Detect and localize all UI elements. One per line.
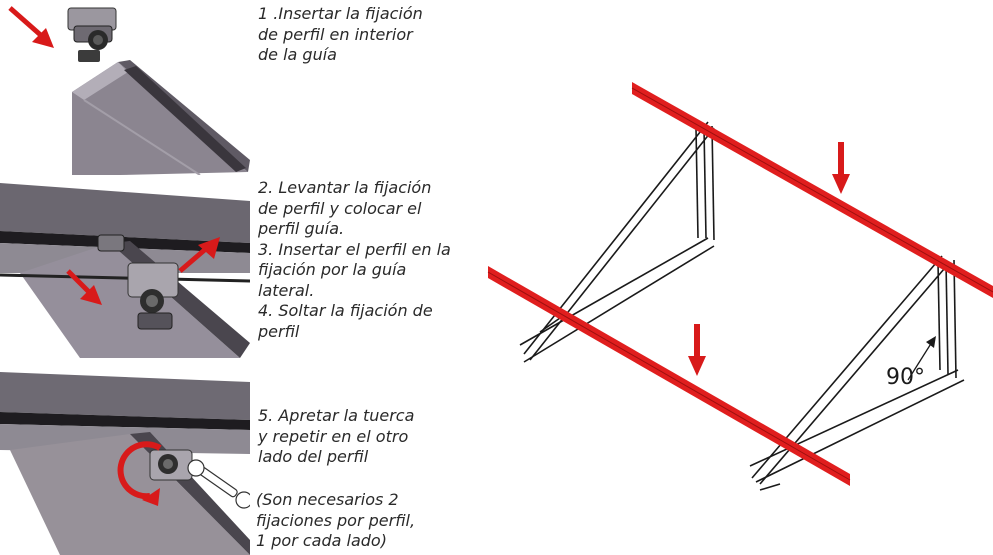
clamp-icon <box>67 7 117 62</box>
step5-text: 5. Apretar la tuerca y repetir en el otr… <box>258 406 415 466</box>
rail-arrow-icon <box>832 142 850 194</box>
step1-text: 1 .Insertar la fijación de perfil en int… <box>258 4 423 64</box>
right-frame <box>749 255 965 491</box>
insert-arrow-icon <box>8 6 54 48</box>
step1-photo <box>0 0 250 175</box>
lift-arrow-icon <box>178 237 220 273</box>
angle-label: 90° <box>886 365 925 390</box>
step2-3-4-text: 2. Levantar la fijación de perfil y colo… <box>258 178 451 341</box>
angle-marker: 90° <box>886 336 936 390</box>
step2-photo <box>0 183 250 358</box>
clamp-icon <box>97 234 179 330</box>
bottom-rail <box>487 266 851 486</box>
left-frame <box>519 121 715 363</box>
note-text: (Son necesarios 2 fijaciones por perfil,… <box>256 490 416 550</box>
rail-arrow-icon <box>688 324 706 376</box>
mounting-frame-diagram: 90° <box>487 82 993 491</box>
top-rail <box>631 82 993 298</box>
step5-photo <box>0 372 250 555</box>
clamp-icon <box>149 449 193 481</box>
rotate-arrow-icon <box>117 441 162 506</box>
wrench-icon <box>187 459 250 509</box>
slide-arrow-icon <box>66 269 102 305</box>
